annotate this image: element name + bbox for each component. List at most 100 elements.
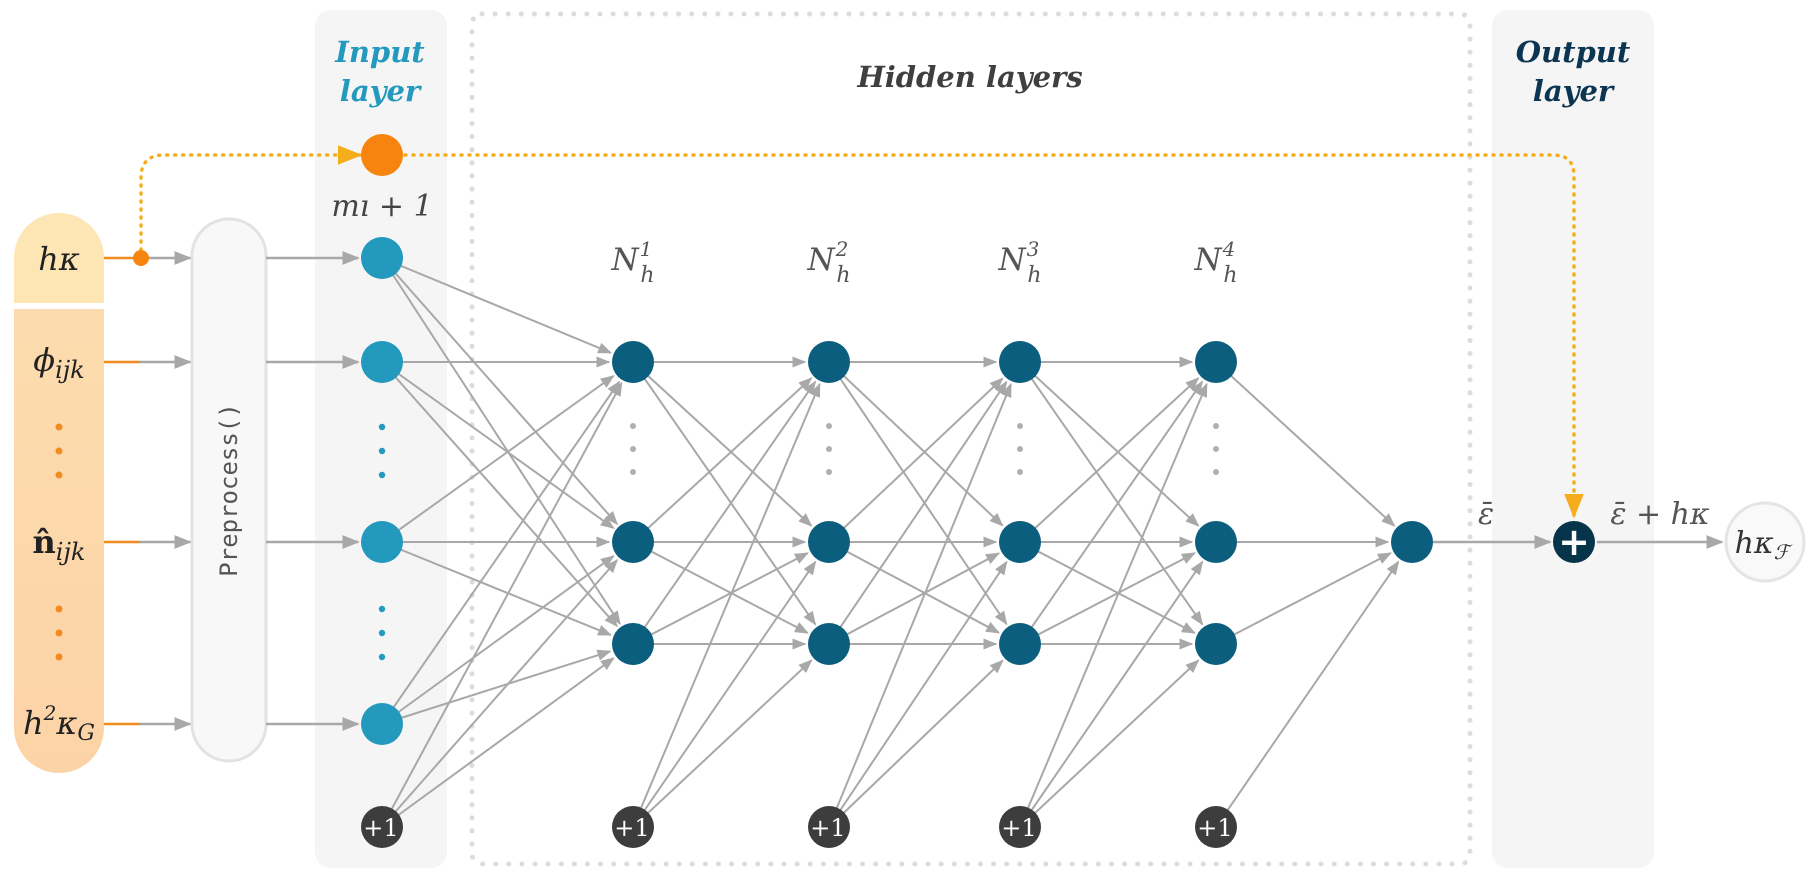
input-bias-node (361, 806, 403, 848)
input-layer-panel (315, 10, 447, 868)
edge-in2-h0n2 (381, 541, 613, 636)
edge-in3-h0n2 (381, 649, 612, 725)
input-node-0 (361, 237, 403, 279)
hidden-layer-3-bias-node-label: +1 (1001, 814, 1036, 842)
hidden-layer-1-bias-node (612, 806, 654, 848)
hidden-layer-4-node-1 (1195, 521, 1237, 563)
plus-icon: + (1558, 520, 1590, 564)
feature-ellipsis-dots (55, 423, 63, 661)
edge-bias2-h3n0 (1019, 382, 1208, 828)
output-layer-panel (1492, 10, 1654, 868)
input-node-3 (361, 703, 403, 745)
hidden-layer-3-bias-node (999, 806, 1041, 848)
edge-h0n2-h1n1 (632, 552, 809, 645)
feature-box-bottom (14, 309, 104, 773)
edge-h1n0-h2n2 (828, 361, 1008, 626)
hidden-layer-1-node-1 (612, 521, 654, 563)
edge-bias1-h2n1 (828, 560, 1008, 828)
network-nodes: +1 +1 +1 +1 +1 (361, 237, 1433, 848)
hidden-layers-frame (469, 11, 1473, 867)
edge-h0n2-h1n0 (632, 380, 817, 645)
edge-h1n1-h2n0 (828, 377, 1004, 543)
input-node-1 (361, 341, 403, 383)
edge-h2n2-h3n0 (1019, 380, 1204, 645)
hidden-layer-3-node-2 (999, 623, 1041, 665)
edge-h3n2-out (1215, 552, 1392, 645)
edge-h1n2-h2n1 (828, 552, 1001, 645)
edge-in1-h0n1 (381, 361, 615, 529)
hidden-layer-2-node-2 (808, 623, 850, 665)
edge-in0-h0n0 (381, 257, 613, 354)
input-layer-title-line2: layer (340, 74, 423, 108)
edge-bias0-h1n1 (632, 560, 817, 828)
input-feature-n-ijk: n̂ijk (33, 523, 86, 566)
input-feature-h-kappa: hκ (38, 240, 80, 278)
hidden-layer-1-bias-node-label: +1 (614, 814, 649, 842)
input-node-2 (361, 521, 403, 563)
output-result-circle (1724, 501, 1806, 583)
hidden-layer-4-node-0 (1195, 341, 1237, 383)
skip-branch-point (133, 250, 149, 266)
edge-inbias-h0n0 (381, 381, 623, 828)
hidden-layer-2-node-0 (808, 341, 850, 383)
edge-h0n0-h1n2 (632, 361, 817, 626)
edge-bias1-h2n2 (828, 659, 1004, 828)
edge-bias3-out (1215, 560, 1400, 828)
input-layer-ellipsis-dots (378, 423, 386, 661)
skip-node (361, 134, 403, 176)
sum-node (1553, 521, 1595, 563)
hidden-layers-title: Hidden layers (856, 60, 1082, 94)
edge-h2n1-h3n0 (1019, 377, 1200, 543)
edge-bias2-h3n1 (1019, 560, 1204, 828)
hidden-layer-1-node-2 (612, 623, 654, 665)
input-count-label: mı + 1 (331, 189, 432, 224)
hidden-layer-3-node-0 (999, 341, 1041, 383)
edge-h1n2-h2n0 (828, 380, 1008, 645)
skip-connection-line (139, 145, 363, 260)
hidden-layer-2-bias-node-label: +1 (810, 814, 845, 842)
edge-inbias-h0n2 (381, 657, 615, 828)
edge-h0n1-h1n0 (632, 377, 813, 543)
input-bias-node-label: +1 (363, 814, 398, 842)
input-feature-phi-ijk: ϕijk (33, 341, 84, 384)
preprocess-box (190, 217, 268, 763)
edge-h0n0-h1n1 (632, 361, 813, 527)
hidden-layer-4-bias-node-label: +1 (1197, 814, 1232, 842)
epsilon-bar-label: ε̄ (1478, 497, 1494, 532)
edge-in0-h0n1 (381, 257, 619, 526)
output-node (1391, 521, 1433, 563)
hidden-layer-2-node-1 (808, 521, 850, 563)
edge-bias2-h3n2 (1019, 659, 1200, 828)
edge-inbias-h0n1 (381, 558, 619, 828)
output-layer-title-line2: layer (1533, 74, 1616, 108)
edge-in3-h0n0 (381, 380, 621, 725)
hidden-layer-2-bias-node (808, 806, 850, 848)
feature-box-top (14, 213, 104, 303)
hidden-layer-4-node-2 (1195, 623, 1237, 665)
hidden-layer-3-node-1 (999, 521, 1041, 563)
edge-h2n2-h3n1 (1019, 552, 1196, 645)
edge-h0n1-h1n2 (632, 541, 809, 634)
edge-h2n0-h3n1 (1019, 361, 1200, 527)
edge-h1n0-h2n1 (828, 361, 1004, 527)
input-feature-h2-kappa-g: h2κG (23, 701, 95, 746)
hidden-layer-1-node-0 (612, 341, 654, 383)
epsilon-plus-h-kappa-label: ε̄ + hκ (1610, 497, 1710, 532)
output-layer-title-line1: Output (1516, 35, 1631, 69)
edge-h2n0-h3n2 (1019, 361, 1204, 626)
network-edges (104, 251, 1724, 828)
input-layer-title-line1: Input (334, 35, 425, 69)
edge-bias0-h1n2 (632, 659, 813, 828)
hidden-layer-4-bias-node (1195, 806, 1237, 848)
edge-in2-h0n0 (381, 375, 615, 543)
edge-bias1-h2n0 (828, 382, 1012, 828)
edge-h3n0-out (1215, 361, 1396, 527)
hidden-layer-ellipsis-dots (630, 423, 1219, 475)
edge-h2n1-h3n2 (1019, 541, 1196, 634)
